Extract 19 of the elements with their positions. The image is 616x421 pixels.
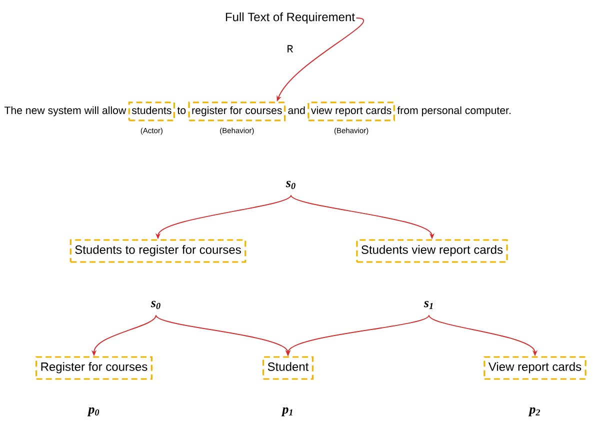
variable-label: p$_{2}$: [528, 407, 540, 416]
dashed-box: Students view report cards: [356, 239, 508, 263]
variable-label: s$_{1}$: [424, 301, 433, 309]
variable-label: p$_{1}$: [281, 407, 292, 416]
variable-label: p$_{0}$: [87, 407, 100, 416]
dashed-box: Register for courses: [36, 356, 152, 380]
dashed-box: Student: [262, 356, 314, 380]
title-text: Full Text of Requirement: [226, 12, 355, 24]
variable-label: s$_{0}$: [286, 180, 296, 190]
dashed-box: Students to register for courses: [70, 239, 246, 263]
dashed-box: View report cards: [484, 356, 586, 380]
variable-label: R: [288, 45, 294, 52]
highlight-box: view report cards: [308, 102, 395, 122]
sentence-text: and: [288, 106, 305, 114]
sentence-text: The new system will allow: [4, 106, 126, 116]
highlight-box: register for courses: [188, 102, 286, 122]
highlight-box: students: [128, 102, 176, 122]
sentence-text: to: [177, 107, 186, 114]
variable-label: s$_{0}$: [150, 300, 160, 310]
